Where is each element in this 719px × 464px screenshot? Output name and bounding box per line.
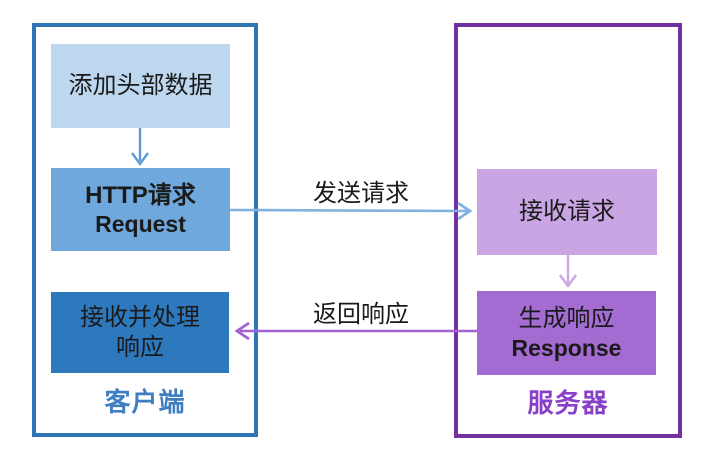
box-receive-process-response: 接收并处理 响应 <box>51 292 229 373</box>
box-receive-request-text: 接收请求 <box>519 198 615 226</box>
box-receive-process-line2: 响应 <box>116 333 164 361</box>
box-http-request-line2: Request <box>95 211 186 238</box>
client-container: 添加头部数据 HTTP请求 Request 接收并处理 响应 客户端 <box>32 23 258 437</box>
box-generate-response-line1: 生成响应 <box>518 305 615 333</box>
box-add-header-text: 添加头部数据 <box>68 72 213 100</box>
box-http-request: HTTP请求 Request <box>51 168 230 251</box>
box-generate-response: 生成响应 Response <box>477 291 656 375</box>
box-generate-response-line2: Response <box>511 334 622 361</box>
box-receive-process-line1: 接收并处理 <box>80 304 200 332</box>
return-response-label: 返回响应 <box>313 301 409 328</box>
box-http-request-line1: HTTP请求 <box>85 181 196 209</box>
box-add-header-data: 添加头部数据 <box>51 44 230 128</box>
box-receive-request: 接收请求 <box>477 169 657 255</box>
client-label: 客户端 <box>104 387 186 417</box>
server-label: 服务器 <box>527 388 609 418</box>
send-request-label: 发送请求 <box>313 180 409 207</box>
server-container: 接收请求 生成响应 Response 服务器 <box>454 23 682 438</box>
